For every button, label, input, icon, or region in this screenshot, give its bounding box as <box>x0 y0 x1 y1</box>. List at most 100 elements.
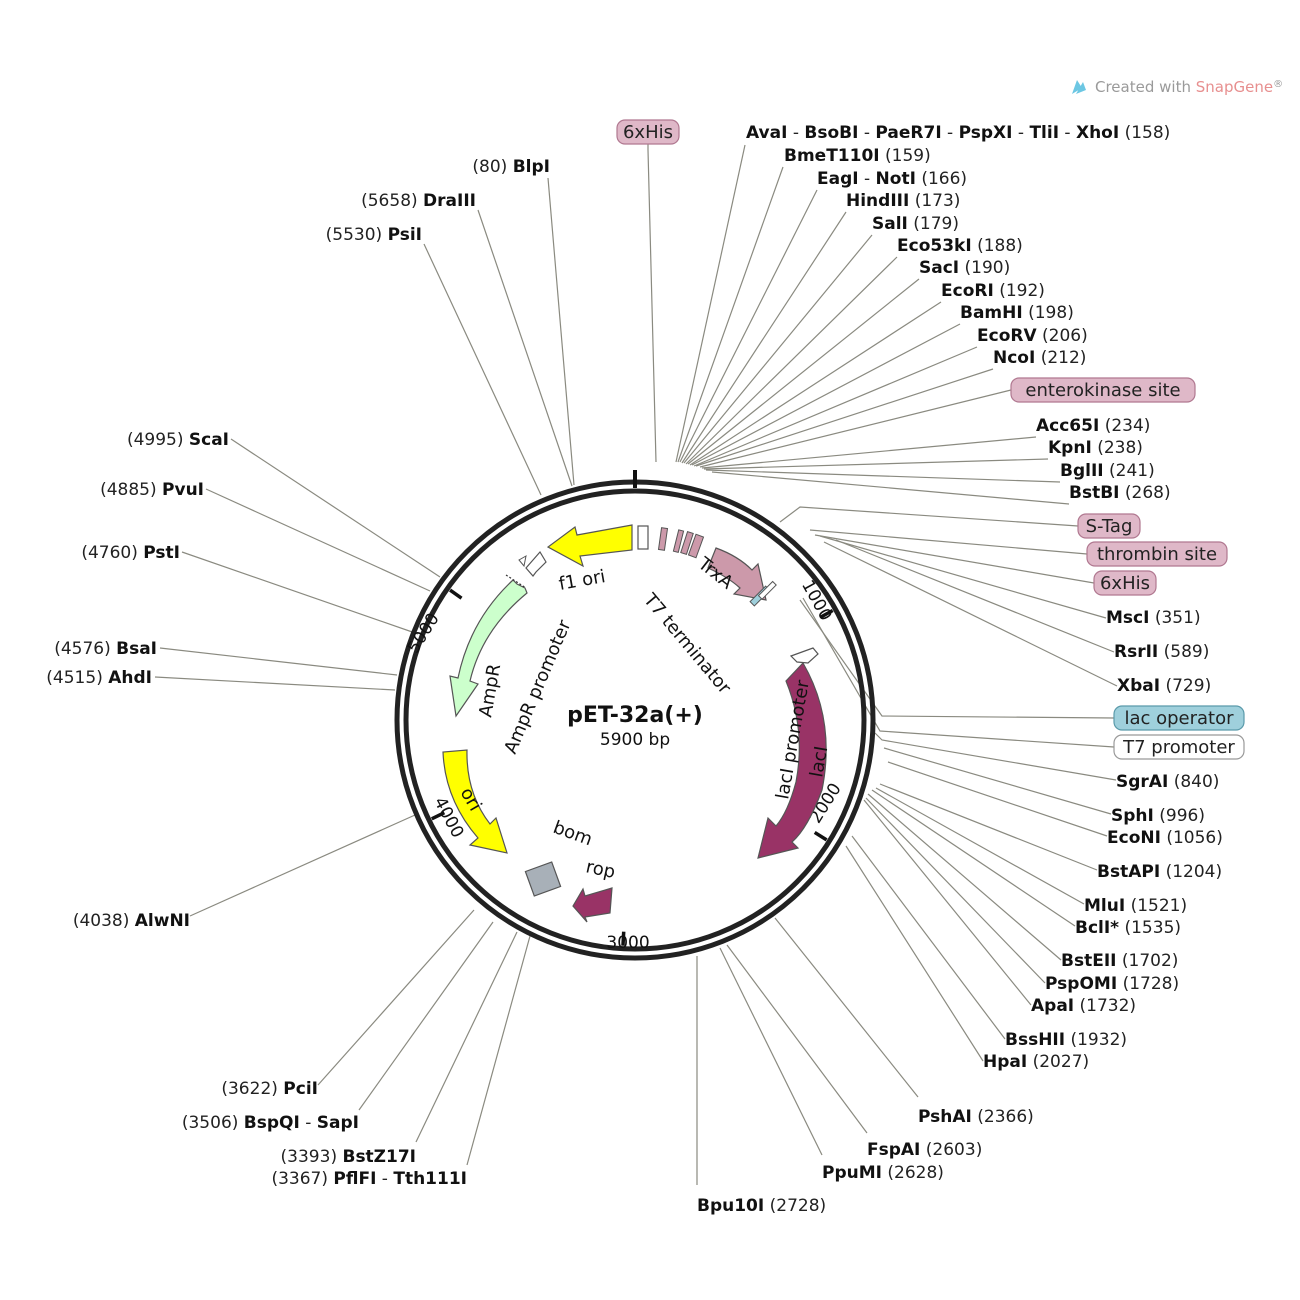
tick-2000 <box>813 830 828 842</box>
leader-enzyme-33 <box>466 935 531 1166</box>
feature-box-label-5: lac operator <box>1124 708 1234 729</box>
leader-enzyme-23 <box>871 789 1076 927</box>
feature-rop[interactable] <box>572 887 613 923</box>
enzyme-label-28[interactable]: HpaI (2027) <box>983 1052 1089 1072</box>
enzyme-label-8[interactable]: BamHI (198) <box>960 303 1074 323</box>
enzyme-position: (188) <box>977 236 1023 256</box>
enzyme-label-19[interactable]: SphI (996) <box>1111 806 1205 826</box>
enzyme-label-30[interactable]: FspAI (2603) <box>867 1140 982 1160</box>
enzyme-label-24[interactable]: BstEII (1702) <box>1061 951 1178 971</box>
enzyme-label-37[interactable]: (4038) AlwNI <box>73 911 190 931</box>
leader-box-4 <box>814 534 1095 584</box>
enzyme-label-21[interactable]: BstAPI (1204) <box>1097 862 1222 882</box>
feature-ampr-promoter[interactable] <box>525 550 547 577</box>
leader-enzyme-27 <box>851 835 1006 1040</box>
feature-box-4[interactable]: 6xHis <box>1093 570 1157 596</box>
enzyme-label-32[interactable]: Bpu10I (2728) <box>697 1196 826 1216</box>
enzyme-label-5[interactable]: Eco53kI (188) <box>897 236 1023 256</box>
enzyme-position: (192) <box>999 281 1045 301</box>
leader-enzyme-39 <box>159 647 398 676</box>
enzyme-label-38[interactable]: (4515) AhdI <box>46 668 152 688</box>
enzyme-label-35[interactable]: (3506) BspQI - SapI <box>182 1113 359 1133</box>
enzyme-label-43[interactable]: (5530) PsiI <box>326 225 422 245</box>
enzyme-label-23[interactable]: BclI* (1535) <box>1075 918 1181 938</box>
enzyme-position: (840) <box>1174 772 1220 792</box>
enzyme-label-39[interactable]: (4576) BsaI <box>54 639 157 659</box>
enzyme-label-6[interactable]: SacI (190) <box>919 258 1010 278</box>
enzyme-name: AhdI <box>108 668 152 688</box>
enzyme-label-36[interactable]: (3622) PciI <box>221 1079 318 1099</box>
leader-enzyme-35 <box>358 921 494 1111</box>
feature-box-0[interactable]: 6xHis <box>616 119 680 145</box>
enzyme-label-3[interactable]: HindIII (173) <box>846 191 960 211</box>
enzyme-label-20[interactable]: EcoNI (1056) <box>1107 828 1223 848</box>
enzyme-name: FspAI <box>867 1140 920 1160</box>
label-laci: lacI <box>806 744 832 778</box>
feature-box-2[interactable]: S-Tag <box>1077 513 1141 539</box>
leader-enzyme-16 <box>835 539 1115 653</box>
feature-trxa[interactable] <box>707 547 767 601</box>
feature-t7-terminator[interactable] <box>637 525 649 550</box>
enzyme-label-45[interactable]: (80) BlpI <box>472 157 550 177</box>
feature-laci-promoter[interactable] <box>789 647 819 664</box>
enzyme-label-33[interactable]: (3367) PflFI - Tth111I <box>271 1169 467 1189</box>
enzyme-label-13[interactable]: BglII (241) <box>1060 461 1155 481</box>
feature-laci[interactable] <box>757 662 827 859</box>
enzyme-position: (1932) <box>1070 1030 1127 1050</box>
enzyme-label-31[interactable]: PpuMI (2628) <box>822 1163 944 1183</box>
enzyme-name: BsoBI <box>804 123 858 143</box>
enzyme-label-34[interactable]: (3393) BstZ17I <box>281 1147 416 1167</box>
enzyme-name: HindIII <box>846 191 909 211</box>
enzyme-label-18[interactable]: SgrAI (840) <box>1116 772 1219 792</box>
enzyme-position: (3367) <box>271 1169 328 1189</box>
features <box>442 524 827 923</box>
leader-enzyme-18 <box>874 732 1117 781</box>
enzyme-position: (212) <box>1041 348 1087 368</box>
label-ampr: AmpR <box>475 662 505 719</box>
enzyme-position: (206) <box>1042 326 1088 346</box>
enzyme-position: (4760) <box>81 543 138 563</box>
enzyme-label-44[interactable]: (5658) DraIII <box>361 191 476 211</box>
feature-box-6[interactable]: T7 promoter <box>1113 734 1245 760</box>
enzyme-label-22[interactable]: MluI (1521) <box>1084 896 1187 916</box>
enzyme-name: AvaI <box>746 123 787 143</box>
enzyme-label-9[interactable]: EcoRV (206) <box>977 326 1088 346</box>
feature-box-5[interactable]: lac operator <box>1113 705 1245 731</box>
enzyme-label-11[interactable]: Acc65I (234) <box>1036 416 1150 436</box>
enzyme-label-2[interactable]: EagI - NotI (166) <box>817 169 967 189</box>
enzyme-name: BstBI <box>1069 483 1120 503</box>
enzyme-label-17[interactable]: XbaI (729) <box>1117 676 1211 696</box>
enzyme-label-29[interactable]: PshAI (2366) <box>918 1107 1034 1127</box>
feature-box-3[interactable]: thrombin site <box>1086 541 1228 567</box>
enzyme-label-7[interactable]: EcoRI (192) <box>941 281 1045 301</box>
feature-f1-ori[interactable] <box>546 524 633 568</box>
enzyme-label-12[interactable]: KpnI (238) <box>1048 438 1143 458</box>
enzyme-position: (351) <box>1155 608 1201 628</box>
feature-ampr[interactable] <box>449 579 528 718</box>
enzyme-label-0[interactable]: AvaI - BsoBI - PaeR7I - PspXI - TliI - X… <box>746 123 1170 143</box>
enzyme-position: (268) <box>1125 483 1171 503</box>
enzyme-label-42[interactable]: (4995) ScaI <box>127 430 229 450</box>
leader-enzyme-41 <box>205 488 431 592</box>
enzyme-label-26[interactable]: ApaI (1732) <box>1031 996 1136 1016</box>
enzyme-label-14[interactable]: BstBI (268) <box>1069 483 1171 503</box>
enzyme-label-1[interactable]: BmeT110I (159) <box>784 146 931 166</box>
leader-enzyme-40 <box>181 551 419 635</box>
enzyme-position: (3622) <box>221 1079 278 1099</box>
plasmid-name: pET-32a(+) <box>567 703 703 728</box>
enzyme-label-4[interactable]: SalI (179) <box>872 214 959 234</box>
feature-box-1[interactable]: enterokinase site <box>1010 377 1196 403</box>
feature-bom[interactable] <box>524 861 562 897</box>
enzyme-position: (3506) <box>182 1113 239 1133</box>
enzyme-label-41[interactable]: (4885) PvuI <box>100 480 204 500</box>
enzyme-label-15[interactable]: MscI (351) <box>1106 608 1201 628</box>
enzyme-label-16[interactable]: RsrII (589) <box>1114 642 1209 662</box>
enzyme-label-25[interactable]: PspOMI (1728) <box>1045 974 1179 994</box>
enzyme-label-40[interactable]: (4760) PstI <box>81 543 180 563</box>
enzyme-label-10[interactable]: NcoI (212) <box>993 348 1086 368</box>
feature-t7-promoter-small <box>757 580 777 600</box>
feature-ori[interactable] <box>442 749 508 854</box>
enzyme-label-27[interactable]: BssHII (1932) <box>1005 1030 1127 1050</box>
